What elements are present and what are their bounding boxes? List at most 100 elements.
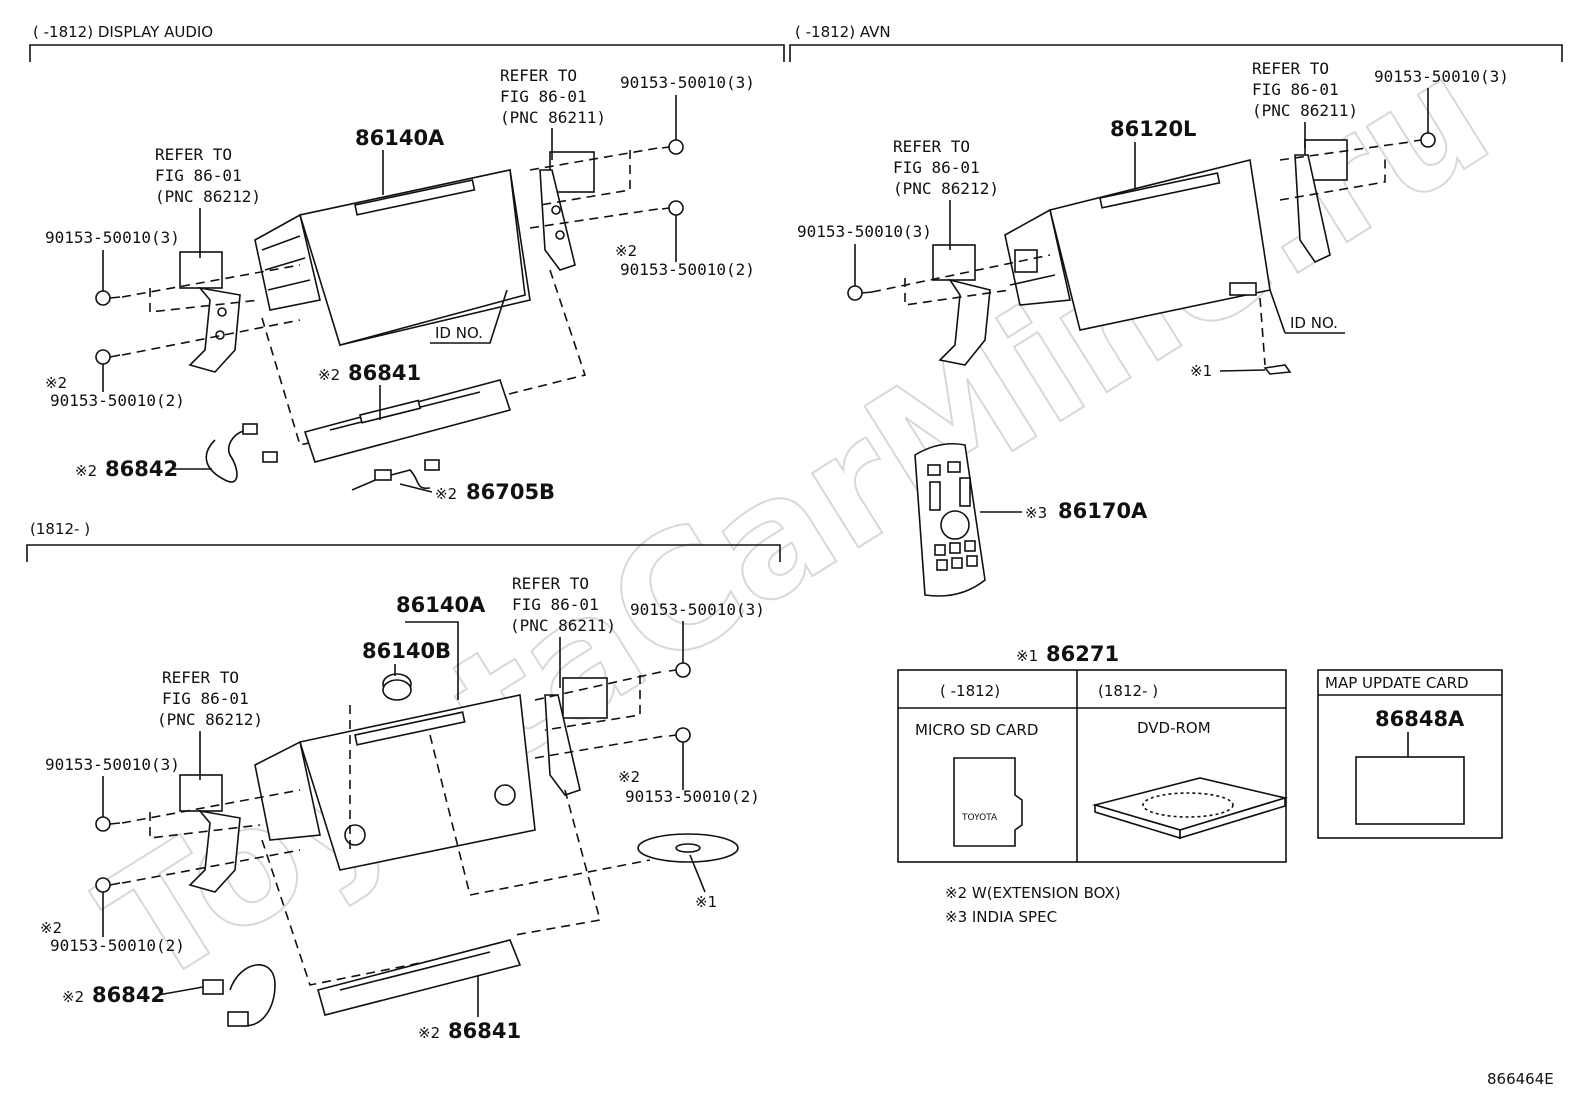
refer-label: REFER TO <box>500 66 577 85</box>
bolt-label: 90153-50010(3) <box>1374 67 1509 86</box>
mark-label: ※2 <box>318 366 340 384</box>
section-title-avn: ( -1812) AVN <box>795 23 891 41</box>
sd-card-brand: TOYOTA <box>961 813 998 823</box>
fig-label: FIG 86-01 <box>155 166 242 185</box>
mark-label: ※2 <box>618 768 640 786</box>
bolt-icon <box>95 877 121 893</box>
mark-label: ※2 <box>40 919 62 937</box>
right-bracket-86211 <box>539 151 595 271</box>
right-bracket-86211 <box>544 677 608 796</box>
bolt-label: 90153-50010(2) <box>620 260 755 279</box>
bolt-icon <box>668 727 691 743</box>
remote-control-86170a <box>914 442 986 597</box>
id-no-label: ID NO. <box>1290 314 1338 332</box>
bolt-label: 90153-50010(3) <box>620 73 755 92</box>
table-col1-header: ( -1812) <box>940 682 1000 700</box>
bolt-label: 90153-50010(2) <box>50 936 185 955</box>
refer-label: REFER TO <box>155 145 232 164</box>
cd-ring-86140b <box>382 673 412 701</box>
bolt-icon <box>661 139 684 155</box>
refer-label: REFER TO <box>162 668 239 687</box>
extension-box-86841 <box>317 939 522 1016</box>
disc-icon <box>637 833 739 863</box>
media-table <box>897 669 1287 863</box>
pnc-label: (PNC 86211) <box>500 108 606 127</box>
part-label-86271: 86271 <box>1046 642 1119 666</box>
pnc-label: (PNC 86211) <box>1252 101 1358 120</box>
part-label-86140a: 86140A <box>396 593 486 617</box>
figure-id: 866464E <box>1487 1070 1554 1088</box>
head-unit-86140a <box>254 694 536 871</box>
refer-label: REFER TO <box>1252 59 1329 78</box>
mark-label: ※2 <box>418 1024 440 1042</box>
mark-label: ※1 <box>1016 647 1038 665</box>
table-col2-item: DVD-ROM <box>1137 719 1211 737</box>
mark-label: ※2 <box>62 988 84 1006</box>
micro-sd-card-icon: TOYOTA <box>953 757 1023 847</box>
wire-harness-86842 <box>205 423 278 483</box>
part-label-86842: 86842 <box>105 457 178 481</box>
pnc-label: (PNC 86212) <box>893 179 999 198</box>
mark-label: ※2 <box>45 374 67 392</box>
bolt-label: 90153-50010(3) <box>45 228 180 247</box>
refer-label: REFER TO <box>893 137 970 156</box>
mark-label: ※2 <box>615 242 637 260</box>
bolt-label: 90153-50010(2) <box>50 391 185 410</box>
id-no-label: ID NO. <box>435 324 483 342</box>
section-bracket-avn <box>789 44 1563 62</box>
head-unit-86140a <box>254 169 531 346</box>
part-label-86140a: 86140A <box>355 126 445 150</box>
fig-label: FIG 86-01 <box>512 595 599 614</box>
mark-label: ※1 <box>1190 362 1212 380</box>
bolt-label: 90153-50010(3) <box>797 222 932 241</box>
note-extension-box: ※2 W(EXTENSION BOX) <box>945 884 1121 902</box>
bolt-label: 90153-50010(2) <box>625 787 760 806</box>
bolt-label: 90153-50010(3) <box>630 600 765 619</box>
section-title-from-1812: (1812- ) <box>30 520 90 538</box>
wire-harness-86842 <box>202 964 276 1027</box>
bolt-icon <box>847 285 873 301</box>
part-label-86705b: 86705B <box>466 480 555 504</box>
section-bracket-from-1812 <box>26 544 781 562</box>
part-label-86841: 86841 <box>448 1019 521 1043</box>
map-update-card-box <box>1317 669 1503 839</box>
dvd-rom-icon <box>1091 777 1289 840</box>
table-col1-item: MICRO SD CARD <box>915 721 1038 739</box>
map-update-card-header: MAP UPDATE CARD <box>1325 674 1469 692</box>
right-bracket-86211 <box>1294 139 1348 264</box>
bolt-icon <box>661 200 684 216</box>
pnc-label: (PNC 86212) <box>155 187 261 206</box>
fig-label: FIG 86-01 <box>500 87 587 106</box>
mark-label: ※3 <box>1025 504 1047 522</box>
bolt-icon <box>95 349 121 365</box>
bolt-label: 90153-50010(3) <box>45 755 180 774</box>
id-no-tag <box>1229 282 1257 296</box>
part-label-86841: 86841 <box>348 361 421 385</box>
fig-label: FIG 86-01 <box>162 689 249 708</box>
mark-label: ※2 <box>435 485 457 503</box>
sd-card-small-icon <box>1263 364 1292 375</box>
mark-label: ※1 <box>695 893 717 911</box>
table-col2-header: (1812- ) <box>1098 682 1158 700</box>
part-label-86848a: 86848A <box>1375 707 1465 731</box>
part-label-86842: 86842 <box>92 983 165 1007</box>
fig-label: FIG 86-01 <box>893 158 980 177</box>
pnc-label: (PNC 86211) <box>510 616 616 635</box>
section-title-display-audio: ( -1812) DISPLAY AUDIO <box>33 23 213 41</box>
bolt-icon <box>95 816 121 832</box>
bolt-icon <box>95 290 121 306</box>
part-label-86170a: 86170A <box>1058 499 1148 523</box>
pnc-label: (PNC 86212) <box>157 710 263 729</box>
part-label-86120l: 86120L <box>1110 117 1196 141</box>
mark-label: ※2 <box>75 462 97 480</box>
extension-box-86841 <box>303 379 512 463</box>
note-india-spec: ※3 INDIA SPEC <box>945 908 1057 926</box>
left-bracket-86212 <box>179 251 241 373</box>
section-bracket-display-audio <box>29 44 785 62</box>
map-update-card-icon <box>1355 756 1465 825</box>
refer-label: REFER TO <box>512 574 589 593</box>
fig-label: FIG 86-01 <box>1252 80 1339 99</box>
part-label-86140b: 86140B <box>362 639 451 663</box>
wire-86705b <box>351 459 440 491</box>
